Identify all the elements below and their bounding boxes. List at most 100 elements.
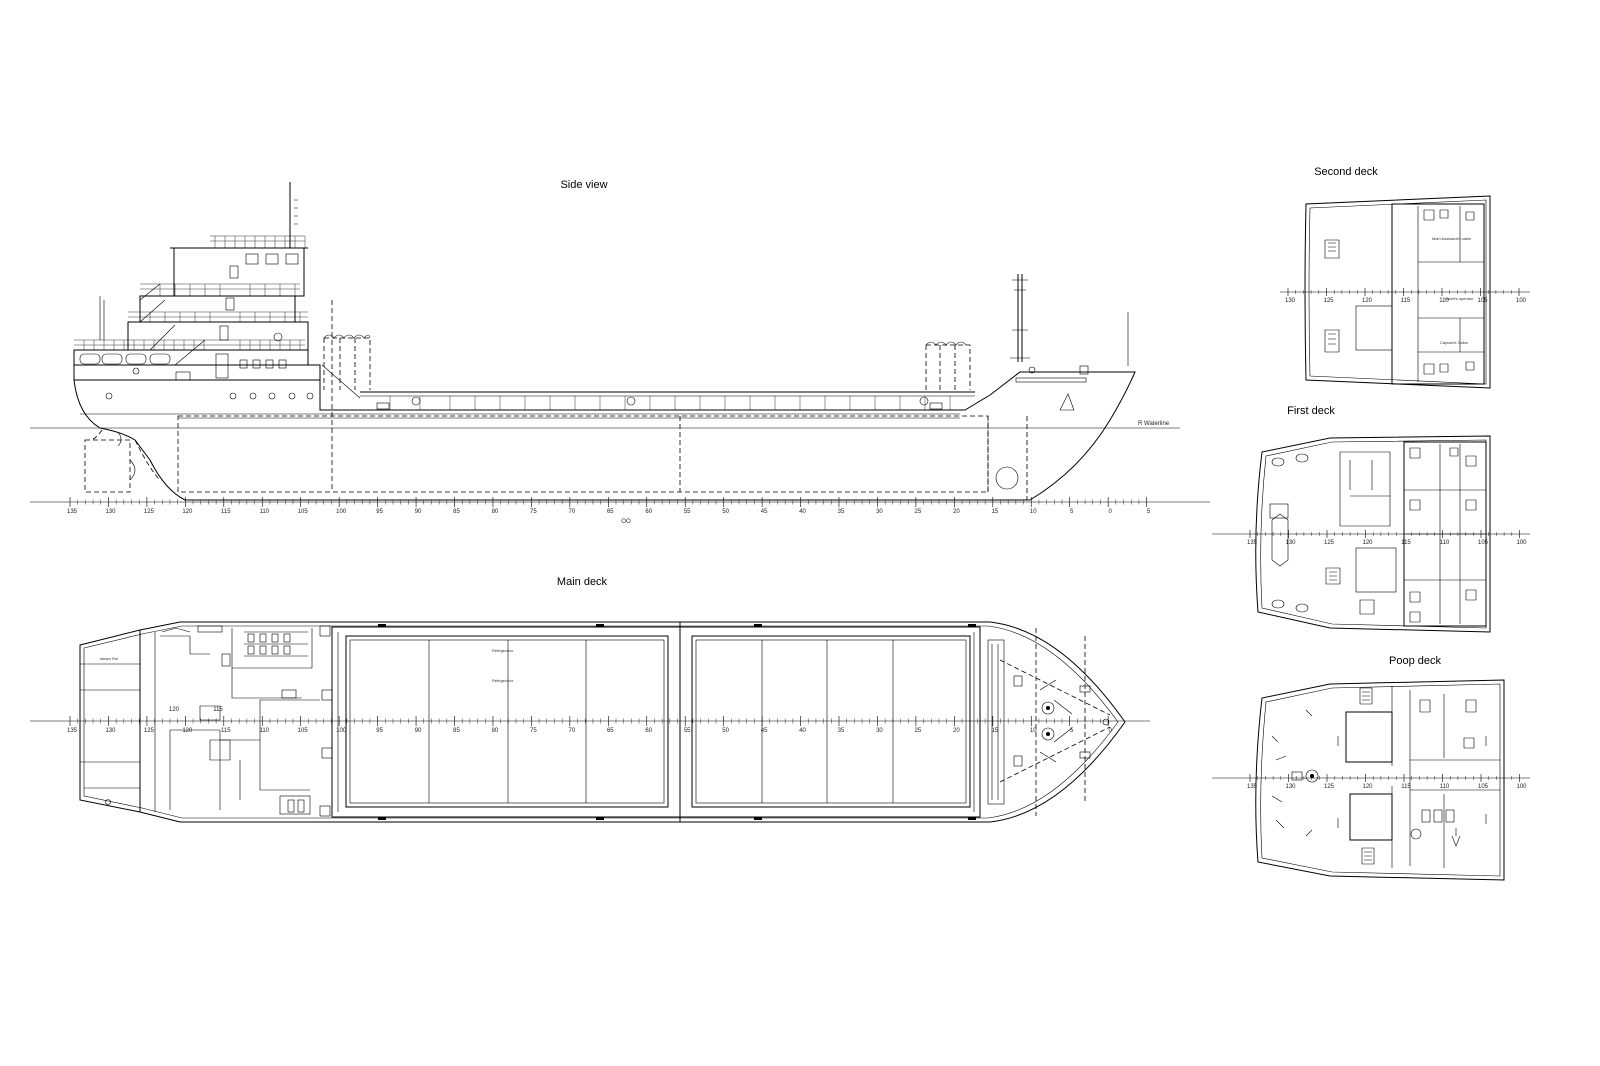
- frame-label: 130: [1285, 540, 1296, 546]
- refrigerator-label-2: Refrigerator: [492, 678, 514, 683]
- frame-label: 55: [684, 728, 691, 734]
- first-deck-liferafts: [1271, 453, 1309, 613]
- cargo-deck-stanchions: [389, 396, 951, 410]
- hull-portholes: [105, 366, 1036, 400]
- windlass-icon-stbd: [1041, 727, 1055, 741]
- cargo-hatch-aft: [345, 635, 669, 808]
- frame-label: 65: [607, 728, 614, 734]
- frame-label: 45: [761, 509, 768, 515]
- frame-label: 120: [1362, 540, 1373, 546]
- cargo-hatch-fwd: [691, 635, 971, 808]
- frame-label: 135: [1247, 784, 1258, 790]
- second-deck-drawing: Main Assistant's cabin cadet's operator …: [1280, 195, 1530, 389]
- frame-label: 70: [569, 728, 576, 734]
- frame-label: 100: [336, 728, 347, 734]
- poop-deck-hatch-stbd: [1349, 793, 1393, 841]
- frame-label: 135: [1247, 540, 1258, 546]
- frame-label: 40: [799, 728, 806, 734]
- frame-label: 35: [838, 728, 845, 734]
- frame-label: 75: [530, 728, 537, 734]
- frame-label: 110: [1439, 298, 1449, 304]
- frame-label: 130: [105, 728, 116, 734]
- frame-label: 120: [182, 509, 193, 515]
- frame-label: 100: [1516, 298, 1527, 304]
- frame-label: 55: [684, 509, 691, 515]
- frame-label: 125: [1324, 784, 1335, 790]
- side-view-drawing: R Waterline: [30, 182, 1210, 525]
- frame-label: 105: [298, 728, 309, 734]
- frame-label: 100: [336, 509, 347, 515]
- frame-label: 5: [1147, 509, 1151, 515]
- frame-label: 50: [722, 728, 729, 734]
- frame-label: 130: [105, 509, 116, 515]
- frame-label: 90: [415, 509, 422, 515]
- midship-symbol: ⭘⭘: [621, 518, 631, 525]
- frame-label: 100: [1516, 540, 1527, 546]
- frame-label: 75: [530, 509, 537, 515]
- frame-label: 30: [876, 728, 883, 734]
- first-deck-outline: [1255, 435, 1491, 633]
- second-deck-title: Second deck: [1314, 166, 1378, 178]
- frame-label: 125: [1324, 540, 1335, 546]
- frame-label: 115: [1401, 540, 1411, 546]
- frame-label: 30: [876, 509, 883, 515]
- frame-label: 20: [953, 509, 960, 515]
- frame-label: 95: [376, 509, 383, 515]
- frame-label: 125: [144, 728, 155, 734]
- side-hull-outline: [73, 364, 1136, 501]
- frame-label: 20: [953, 728, 960, 734]
- frame-label: 105: [298, 509, 309, 515]
- main-deck-hull-outline: [79, 621, 1126, 823]
- frame-label: 115: [221, 728, 231, 734]
- frame-label: 115: [1401, 298, 1411, 304]
- frame-label: 5: [1070, 509, 1074, 515]
- frame-label: 25: [915, 728, 922, 734]
- rudder-outline: [84, 439, 131, 493]
- frame-label: 10: [1030, 728, 1037, 734]
- frame-label: 5: [1070, 728, 1074, 734]
- poop-deck-title: Poop deck: [1389, 655, 1441, 667]
- steam-room-label: steam Rm: [100, 656, 119, 661]
- first-deck-title: First deck: [1287, 405, 1335, 417]
- frame-label: 15: [991, 509, 998, 515]
- side-view-title: Side view: [560, 179, 607, 191]
- second-deck-outline: [1304, 195, 1491, 389]
- frame-label: 40: [799, 509, 806, 515]
- frame-label: 115: [221, 509, 231, 515]
- captain-cabin-label: Captain's Cabin: [1440, 340, 1468, 345]
- frame-label: 70: [569, 509, 576, 515]
- frame-label: 95: [376, 728, 383, 734]
- frame-label: 115: [1401, 784, 1411, 790]
- frame-label: 0: [1108, 509, 1112, 515]
- frame-label: 0: [1108, 728, 1112, 734]
- frame-label: 130: [1285, 298, 1296, 304]
- hatch-cleats: [319, 624, 976, 820]
- frame-label: 80: [492, 728, 499, 734]
- frame-label: 65: [607, 509, 614, 515]
- aft-accommodation: steam Rm 120 115: [80, 625, 320, 815]
- frame-label: 10: [1030, 509, 1037, 515]
- frame-label: 35: [838, 509, 845, 515]
- windlass-icon-port: [1041, 701, 1055, 715]
- bow-thruster-icon: [995, 466, 1019, 490]
- main-assistant-cabin-label: Main Assistant's cabin: [1432, 236, 1471, 241]
- superstructure: [73, 182, 309, 379]
- frame-label: 120: [182, 728, 193, 734]
- frame-label: 45: [761, 728, 768, 734]
- poop-deck-outline: [1255, 679, 1505, 881]
- main-deck-title: Main deck: [557, 576, 608, 588]
- frame-label: 90: [415, 728, 422, 734]
- frame-label: 120: [1362, 298, 1373, 304]
- frame-label: 110: [1440, 784, 1450, 790]
- frame-label: 105: [1478, 540, 1489, 546]
- frame-label: 105: [1478, 784, 1489, 790]
- poop-deck-winch-icon: [1305, 769, 1319, 783]
